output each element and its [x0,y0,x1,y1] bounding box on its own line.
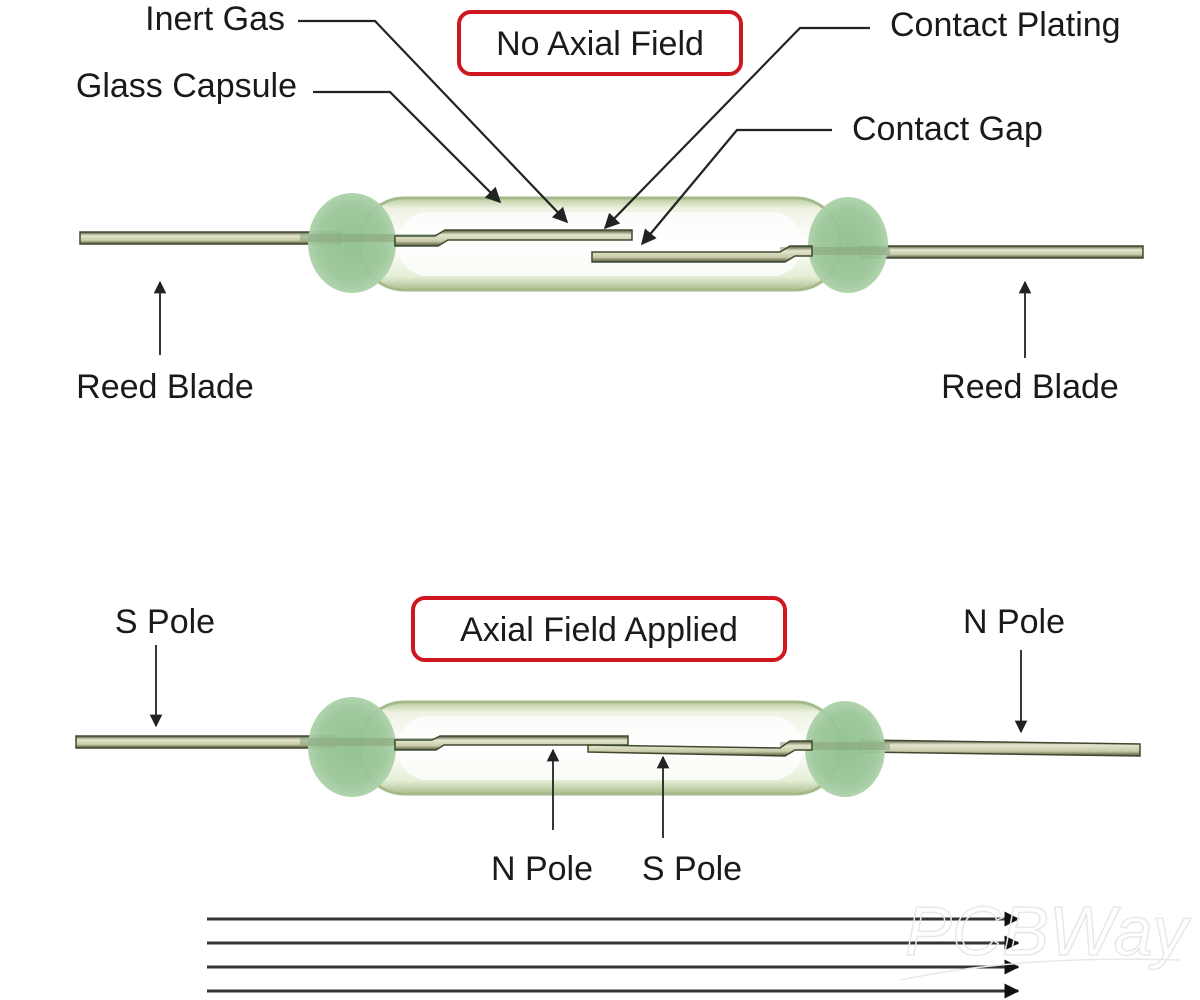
label-s-pole-left: S Pole [115,603,215,641]
reed-blade-inner-right [591,245,813,263]
label-s-pole-inner: S Pole [642,850,742,888]
state-box-no-field: No Axial Field [457,10,743,76]
end-seal-left [308,193,396,293]
reed-blade-inner-right [587,740,813,757]
end-seal-left [308,697,396,797]
label-inert-gas: Inert Gas [145,0,285,38]
state-box-field-applied: Axial Field Applied [411,596,787,662]
reed-blade-lead-right [859,739,1141,757]
leader-contact-plating [603,26,870,230]
top-diagram: No Axial Field Inert Gas Glass Capsule C… [76,0,1144,406]
label-glass-capsule: Glass Capsule [76,67,297,105]
reed-blade-lead-right [859,245,1144,259]
state-label: No Axial Field [496,25,704,63]
label-n-pole-inner: N Pole [491,850,593,888]
label-n-pole-right: N Pole [963,603,1065,641]
label-reed-blade-right: Reed Blade [941,368,1119,406]
watermark-swoosh [899,958,1181,981]
label-reed-blade-left: Reed Blade [76,368,254,406]
leader-contact-gap [641,128,832,246]
watermark-logo: PCBWay [905,892,1192,970]
end-seal-right [808,197,888,293]
state-label: Axial Field Applied [460,611,738,649]
leader-glass-capsule [313,90,502,204]
leader-inert-gas [298,19,569,224]
label-contact-gap: Contact Gap [852,110,1043,148]
reed-blade-lead-left [75,735,337,749]
magnetic-field-lines [207,911,1020,999]
reed-blade-inner-left [394,229,633,247]
bottom-diagram: Axial Field Applied S Pole N Pole N Pole… [75,596,1192,999]
label-contact-plating: Contact Plating [890,6,1121,44]
